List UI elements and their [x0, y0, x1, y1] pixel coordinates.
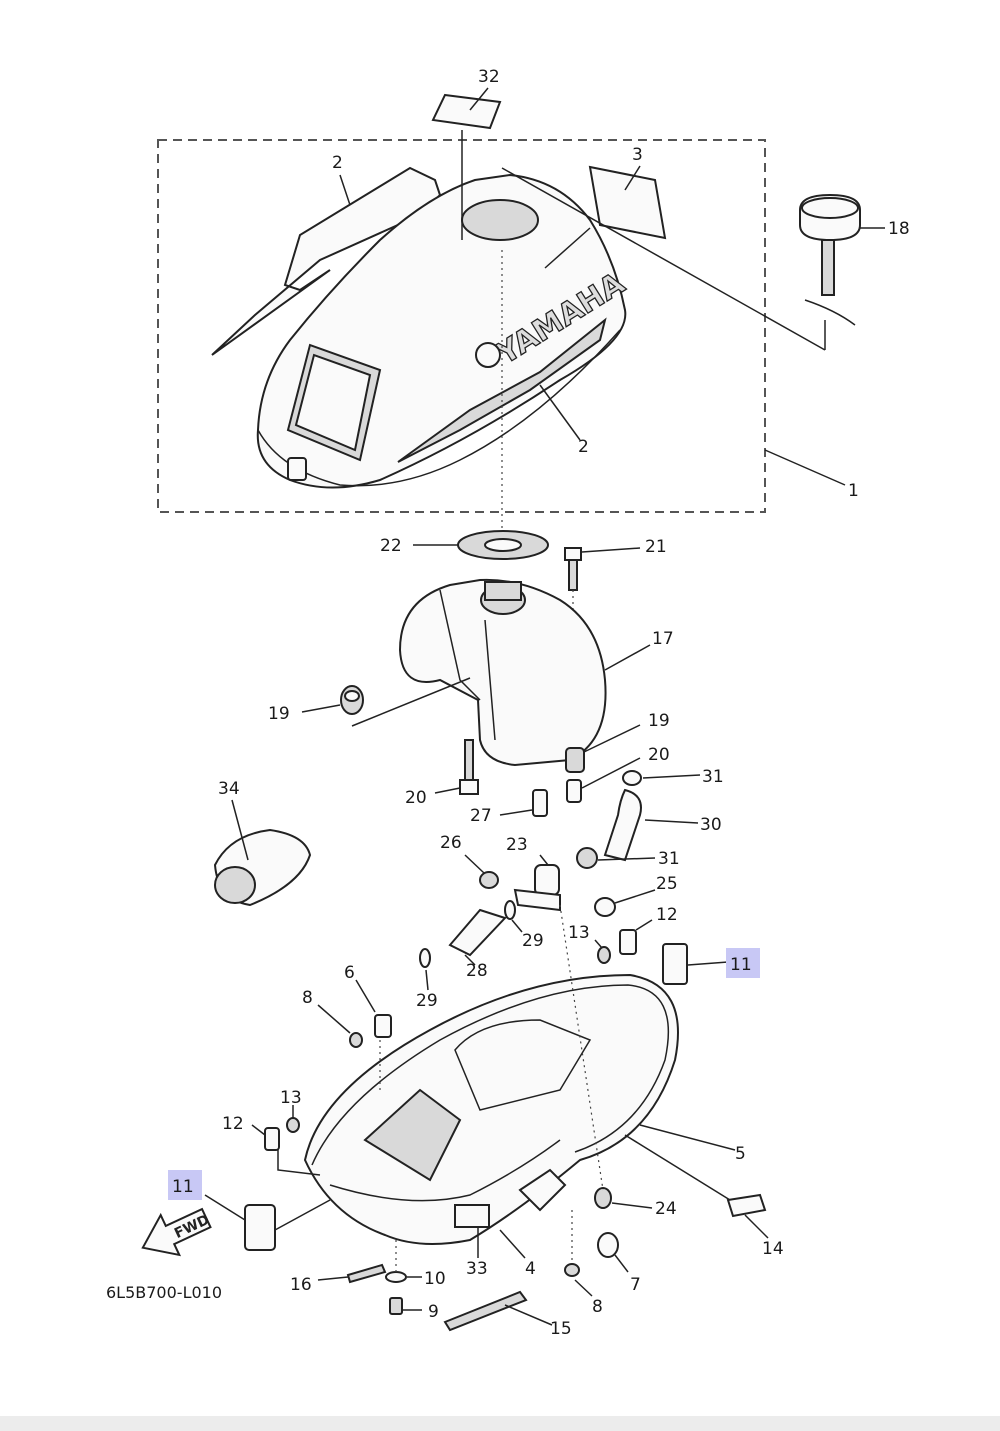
- decal-2-left: [211, 166, 442, 356]
- part-label: 29: [522, 931, 544, 951]
- hose-28: [448, 908, 507, 957]
- part-label: 6: [344, 963, 355, 983]
- washer-10: [385, 1271, 407, 1283]
- clip-7: [597, 1232, 619, 1258]
- part-label: 5: [735, 1144, 746, 1164]
- part-label: 12: [222, 1114, 244, 1134]
- screw-8-lower: [564, 1263, 580, 1277]
- latch-11-lower: [244, 1204, 276, 1251]
- clip-29-lower: [419, 948, 431, 968]
- nut-26: [479, 871, 499, 889]
- part-label: 2: [332, 153, 343, 173]
- clip-31-top: [622, 770, 642, 786]
- clamp-12-lower: [264, 1127, 280, 1151]
- part-label: 11: [172, 1177, 194, 1197]
- part-label: 29: [416, 991, 438, 1011]
- part-label: 34: [218, 779, 240, 799]
- hose-30: [603, 788, 642, 862]
- highlight-11-lower: [168, 1170, 202, 1200]
- decal-2-right: [397, 317, 607, 463]
- part-label: 31: [702, 767, 724, 787]
- brand-logo-icon: [475, 342, 501, 368]
- fuel-tank-17: [398, 578, 607, 767]
- screw-13-lower: [286, 1117, 300, 1133]
- part-label: 19: [268, 704, 290, 724]
- fwd-arrow-icon: FWD: [141, 1207, 212, 1257]
- decal-3: [588, 165, 667, 240]
- bolt-20-left: [459, 739, 479, 795]
- bracket-6: [374, 1014, 392, 1038]
- knob-18: [799, 193, 861, 326]
- bottom-cowling-5: [303, 973, 679, 1245]
- part-label: 31: [658, 849, 680, 869]
- part-label: 27: [470, 806, 492, 826]
- part-label: 18: [888, 219, 910, 239]
- strip-16: [346, 1263, 387, 1284]
- part-label: 33: [466, 1259, 488, 1279]
- part-label: 20: [405, 788, 427, 808]
- screw-24: [594, 1187, 612, 1209]
- part-label: 7: [630, 1275, 641, 1295]
- part-label: 4: [525, 1259, 536, 1279]
- screw-25: [594, 897, 616, 917]
- part-label: 25: [656, 874, 678, 894]
- fuel-joint-23: [513, 864, 561, 912]
- damper-19-right: [565, 747, 585, 773]
- bolt-20-right: [566, 779, 582, 803]
- part-label: 22: [380, 536, 402, 556]
- screw-8-upper: [349, 1032, 363, 1048]
- latch-11-upper: [662, 943, 688, 985]
- part-label: 16: [290, 1275, 312, 1295]
- decal-14: [726, 1193, 767, 1218]
- part-label: 28: [466, 961, 488, 981]
- part-label: 21: [645, 537, 667, 557]
- cover-34: [213, 828, 312, 907]
- strip-15: [443, 1290, 528, 1332]
- damper-19-left: [340, 685, 364, 715]
- part-label: 15: [550, 1319, 572, 1339]
- part-label: 8: [592, 1297, 603, 1317]
- part-label: 10: [424, 1269, 446, 1289]
- part-label: 17: [652, 629, 674, 649]
- part-label: 19: [648, 711, 670, 731]
- part-label: 12: [656, 905, 678, 925]
- part-label: 9: [428, 1302, 439, 1322]
- cowling-latch: [287, 457, 307, 481]
- decal-32: [431, 93, 502, 130]
- cowling-opening: [461, 199, 539, 241]
- part-label: 24: [655, 1199, 677, 1219]
- fitting-27: [532, 789, 548, 817]
- label-33: [454, 1204, 490, 1228]
- part-label: 2: [578, 437, 589, 457]
- highlight-11-upper: [726, 948, 760, 978]
- bottom-cowling-inner: [363, 1088, 462, 1182]
- part-label: 14: [762, 1239, 784, 1259]
- clip-29-upper: [504, 900, 516, 920]
- clip-31-bottom: [576, 847, 598, 869]
- bolt-9: [389, 1297, 403, 1315]
- screw-13-upper: [597, 946, 611, 964]
- part-label: 13: [280, 1088, 302, 1108]
- part-label: 1: [848, 481, 859, 501]
- part-label: 13: [568, 923, 590, 943]
- part-label: 11: [730, 955, 752, 975]
- part-label: 20: [648, 745, 670, 765]
- part-label: 30: [700, 815, 722, 835]
- part-label: 32: [478, 67, 500, 87]
- clamp-12-upper: [619, 929, 637, 955]
- part-label: 8: [302, 988, 313, 1008]
- bottom-bar: [0, 1416, 1000, 1431]
- diagram-code: 6L5B700-L010: [106, 1283, 222, 1302]
- part-label: 26: [440, 833, 462, 853]
- part-label: 3: [632, 145, 643, 165]
- bolt-21: [564, 547, 582, 591]
- part-label: 23: [506, 835, 528, 855]
